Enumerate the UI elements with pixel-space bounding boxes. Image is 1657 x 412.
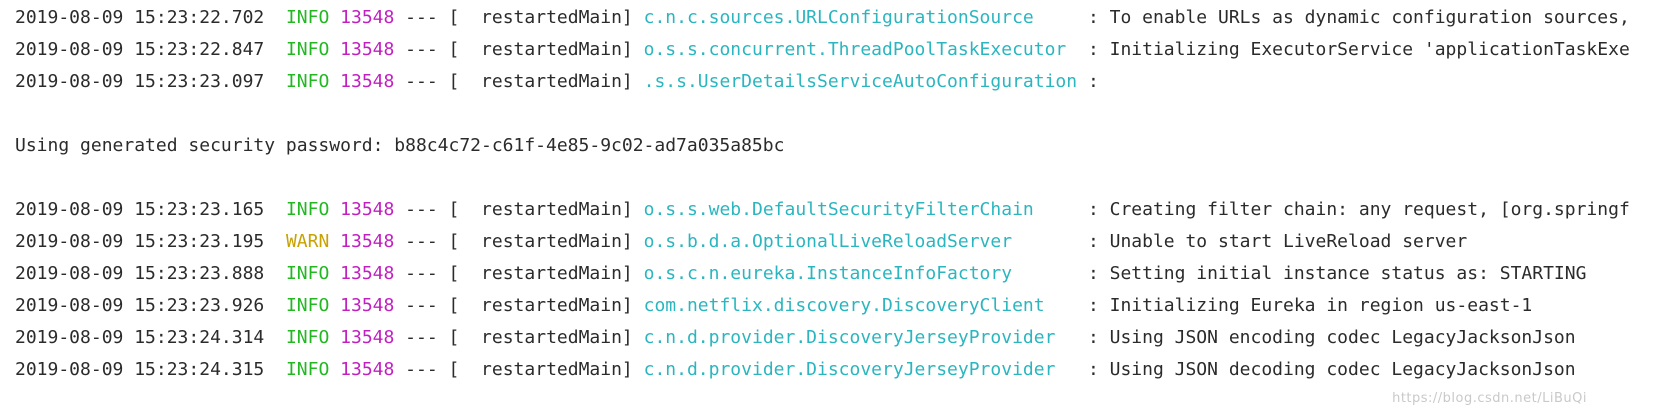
log-separator: ---: [405, 359, 438, 380]
log-timestamp: 2019-08-09 15:23:23.888: [15, 263, 265, 284]
log-level: WARN: [285, 231, 330, 252]
log-thread: [ restartedMain]: [448, 199, 633, 220]
log-message: : Setting initial instance status as: ST…: [1087, 263, 1587, 284]
log-level: INFO: [285, 39, 330, 60]
log-logger: o.s.b.d.a.OptionalLiveReloadServer: [643, 231, 1013, 252]
security-password-line: Using generated security password: b88c4…: [15, 133, 784, 159]
log-message: : Using JSON decoding codec LegacyJackso…: [1087, 359, 1576, 380]
log-timestamp: 2019-08-09 15:23:24.315: [15, 359, 265, 380]
log-level: INFO: [285, 199, 330, 220]
log-thread: [ restartedMain]: [448, 263, 633, 284]
log-message: : Initializing Eureka in region us-east-…: [1087, 295, 1533, 316]
log-level: INFO: [285, 71, 330, 92]
log-line: 2019-08-09 15:23:23.926 INFO 13548 --- […: [15, 293, 1532, 319]
log-message: : Creating filter chain: any request, [o…: [1087, 199, 1630, 220]
log-message: : To enable URLs as dynamic configuratio…: [1087, 7, 1630, 28]
log-separator: ---: [405, 7, 438, 28]
log-timestamp: 2019-08-09 15:23:22.847: [15, 39, 265, 60]
log-logger: o.s.s.concurrent.ThreadPoolTaskExecutor: [643, 39, 1067, 60]
log-pid: 13548: [340, 359, 395, 380]
log-pid: 13548: [340, 199, 395, 220]
log-logger: o.s.s.web.DefaultSecurityFilterChain: [643, 199, 1034, 220]
log-level: INFO: [285, 7, 330, 28]
log-level: INFO: [285, 359, 330, 380]
log-timestamp: 2019-08-09 15:23:23.195: [15, 231, 265, 252]
log-logger: c.n.d.provider.DiscoveryJerseyProvider: [643, 327, 1056, 348]
log-line: 2019-08-09 15:23:23.888 INFO 13548 --- […: [15, 261, 1586, 287]
log-message: : Initializing ExecutorService 'applicat…: [1087, 39, 1630, 60]
log-message: :: [1087, 71, 1099, 92]
log-message: : Using JSON encoding codec LegacyJackso…: [1087, 327, 1576, 348]
log-logger: c.n.c.sources.URLConfigurationSource: [643, 7, 1034, 28]
log-line: 2019-08-09 15:23:22.702 INFO 13548 --- […: [15, 5, 1630, 31]
log-separator: ---: [405, 263, 438, 284]
log-pid: 13548: [340, 71, 395, 92]
log-thread: [ restartedMain]: [448, 7, 633, 28]
log-message: : Unable to start LiveReload server: [1087, 231, 1468, 252]
log-line: 2019-08-09 15:23:24.314 INFO 13548 --- […: [15, 325, 1576, 351]
log-thread: [ restartedMain]: [448, 327, 633, 348]
log-timestamp: 2019-08-09 15:23:24.314: [15, 327, 265, 348]
log-logger: c.n.d.provider.DiscoveryJerseyProvider: [643, 359, 1056, 380]
log-thread: [ restartedMain]: [448, 359, 633, 380]
log-pid: 13548: [340, 39, 395, 60]
log-line: 2019-08-09 15:23:24.315 INFO 13548 --- […: [15, 357, 1576, 383]
log-timestamp: 2019-08-09 15:23:22.702: [15, 7, 265, 28]
log-thread: [ restartedMain]: [448, 39, 633, 60]
log-pid: 13548: [340, 7, 395, 28]
log-timestamp: 2019-08-09 15:23:23.926: [15, 295, 265, 316]
log-thread: [ restartedMain]: [448, 71, 633, 92]
log-logger: .s.s.UserDetailsServiceAutoConfiguration: [643, 71, 1078, 92]
log-separator: ---: [405, 199, 438, 220]
log-timestamp: 2019-08-09 15:23:23.165: [15, 199, 265, 220]
log-separator: ---: [405, 71, 438, 92]
log-level: INFO: [285, 263, 330, 284]
log-separator: ---: [405, 295, 438, 316]
log-thread: [ restartedMain]: [448, 231, 633, 252]
log-level: INFO: [285, 327, 330, 348]
blog-watermark: https://blog.csdn.net/LiBuQi: [1392, 391, 1587, 406]
log-line: 2019-08-09 15:23:23.195 WARN 13548 --- […: [15, 229, 1467, 255]
log-pid: 13548: [340, 327, 395, 348]
log-line: 2019-08-09 15:23:23.165 INFO 13548 --- […: [15, 197, 1630, 223]
log-pid: 13548: [340, 263, 395, 284]
log-line: 2019-08-09 15:23:23.097 INFO 13548 --- […: [15, 69, 1099, 95]
log-separator: ---: [405, 327, 438, 348]
log-separator: ---: [405, 39, 438, 60]
log-separator: ---: [405, 231, 438, 252]
log-logger: o.s.c.n.eureka.InstanceInfoFactory: [643, 263, 1013, 284]
log-pid: 13548: [340, 231, 395, 252]
log-logger: com.netflix.discovery.DiscoveryClient: [643, 295, 1045, 316]
log-timestamp: 2019-08-09 15:23:23.097: [15, 71, 265, 92]
plain-output-text: Using generated security password: b88c4…: [15, 135, 785, 156]
log-line: 2019-08-09 15:23:22.847 INFO 13548 --- […: [15, 37, 1630, 63]
log-level: INFO: [285, 295, 330, 316]
log-thread: [ restartedMain]: [448, 295, 633, 316]
log-pid: 13548: [340, 295, 395, 316]
